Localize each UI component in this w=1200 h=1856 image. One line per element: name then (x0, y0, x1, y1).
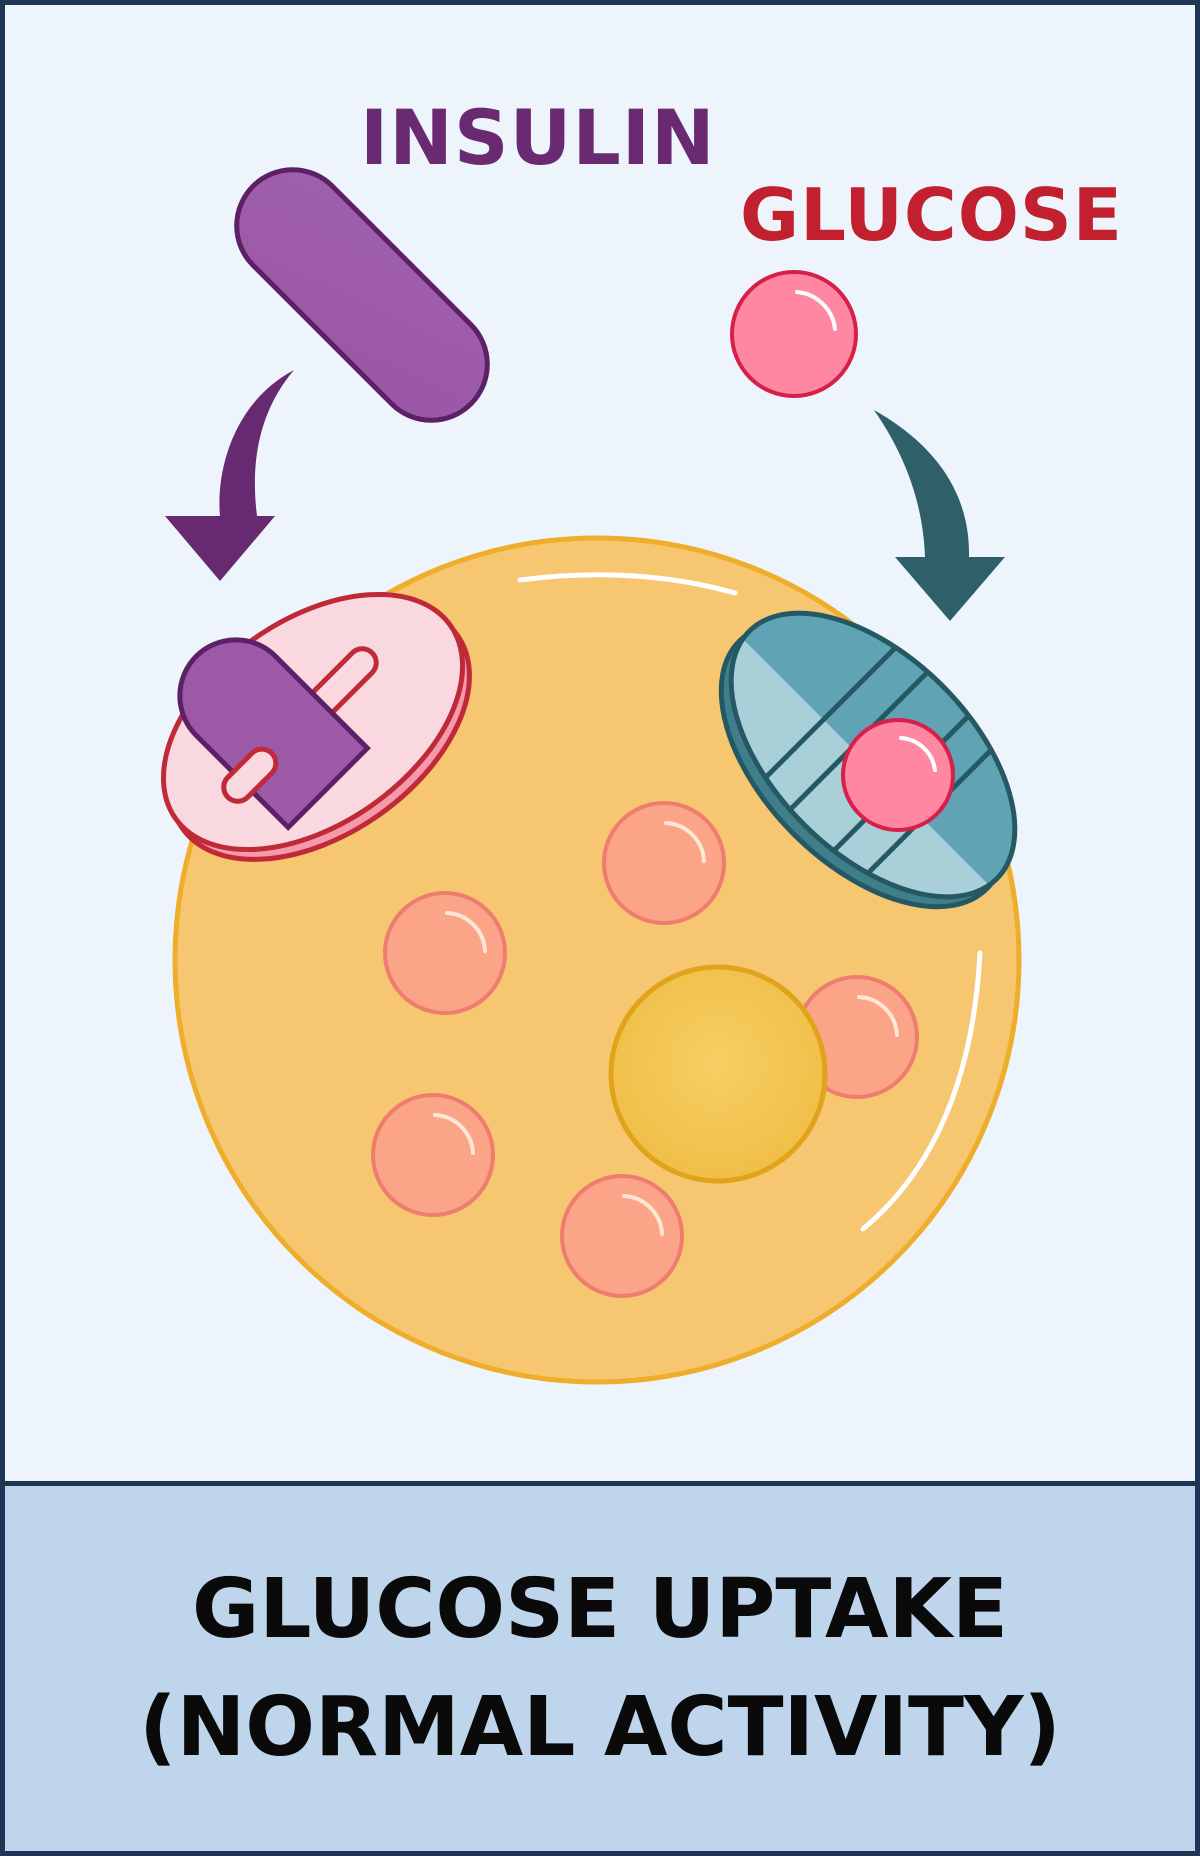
bound-insulin (177, 637, 371, 831)
caption-line-2: (NORMAL ACTIVITY) (139, 1679, 1061, 1775)
glucose-arrow (874, 410, 1005, 621)
caption-panel: GLUCOSE UPTAKE (NORMAL ACTIVITY) (5, 1481, 1195, 1851)
vesicle (560, 1174, 684, 1298)
cell-highlight-top (517, 572, 738, 596)
insulin-arrow (165, 370, 294, 581)
vesicle (602, 801, 726, 925)
diagram-svg (160, 167, 1067, 1385)
vesicle (371, 1093, 495, 1217)
insulin-label: INSULIN (360, 93, 716, 182)
glucose-molecule (730, 270, 858, 398)
glucose-transporter (679, 561, 1067, 949)
diagram-area: INSULIN GLUCOSE (5, 5, 1195, 1481)
glucose-label: GLUCOSE (740, 173, 1123, 257)
bound-glucose (841, 718, 955, 832)
caption-line-1: GLUCOSE UPTAKE (192, 1561, 1008, 1657)
vesicle (383, 891, 507, 1015)
cell-highlight-right (860, 950, 983, 1232)
nucleus (608, 964, 828, 1184)
insulin-receptor (160, 591, 472, 862)
vesicles (371, 801, 919, 1298)
